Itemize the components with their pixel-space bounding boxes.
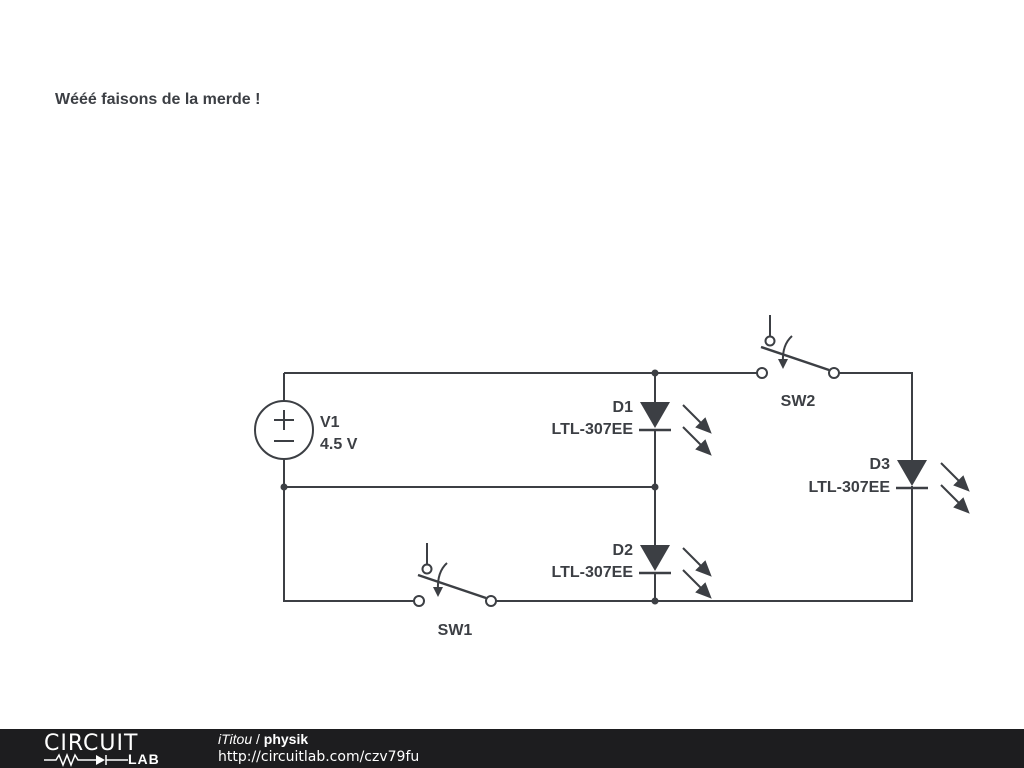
d3-ref-label: D3 (870, 456, 891, 473)
arrow-head-icon (433, 587, 443, 597)
junction-dot (651, 369, 659, 377)
switch-pivot (421, 563, 433, 575)
path-separator: / (252, 731, 264, 747)
project-link[interactable]: physik (263, 731, 309, 747)
arrow-head-icon (778, 359, 788, 369)
switch-motion-arrow-icon (436, 562, 448, 591)
v1-value-label: 4.5 V (320, 436, 358, 453)
junctions (280, 369, 659, 605)
switch-sw1[interactable] (413, 543, 497, 607)
led-d1[interactable] (639, 402, 712, 456)
sw2-ref-label: SW2 (781, 393, 816, 410)
switch-blade (760, 345, 830, 372)
switch-pivot (764, 335, 776, 347)
footer-bar: CIRCUIT LAB iTitou / physik http://circu… (0, 729, 1024, 768)
d1-part-label: LTL-307EE (552, 421, 634, 438)
diode-triangle-icon (640, 402, 670, 428)
junction-dot (651, 597, 659, 605)
junction-dot (280, 483, 288, 491)
sw1-ref-label: SW1 (438, 622, 473, 639)
logo-text-top: CIRCUIT (44, 731, 139, 756)
wire-bottom-left (283, 459, 419, 602)
logo-text-bottom: LAB (128, 751, 160, 767)
led-d2[interactable] (639, 545, 712, 599)
led-d3[interactable] (896, 460, 970, 514)
resistor-diode-logo-icon (44, 753, 128, 767)
switch-sw2[interactable] (756, 315, 840, 379)
d2-ref-label: D2 (613, 542, 634, 559)
page-title: Wééé faisons de la merde ! (55, 91, 261, 108)
author-link[interactable]: iTitou (218, 731, 253, 747)
light-emission-arrows-icon (940, 462, 970, 514)
junction-dot (651, 483, 659, 491)
light-emission-arrows-icon (682, 404, 712, 456)
light-emission-arrows-icon (682, 547, 712, 599)
d3-part-label: LTL-307EE (809, 479, 891, 496)
circuit-url-link[interactable]: http://circuitlab.com/czv79fu (218, 749, 420, 765)
v1-ref-label: V1 (320, 414, 340, 431)
wire-right-lower (491, 486, 913, 602)
switch-terminal (413, 595, 425, 607)
switch-terminal (756, 367, 768, 379)
footer-author-line: iTitou / physik (218, 731, 308, 747)
circuit-schematic: V1 4.5 V D1 LTL-307EE D2 LTL-307EE (254, 315, 970, 639)
switch-terminal (828, 367, 840, 379)
d1-ref-label: D1 (613, 399, 634, 416)
wires (283, 372, 913, 602)
diode-triangle-icon (897, 460, 927, 486)
voltage-source-v1[interactable] (254, 400, 314, 460)
switch-terminal (485, 595, 497, 607)
d2-part-label: LTL-307EE (552, 564, 634, 581)
wire-top-right (834, 372, 913, 460)
diode-triangle-icon (640, 545, 670, 571)
circuitlab-logo[interactable]: CIRCUIT LAB (44, 731, 184, 767)
switch-blade (417, 573, 487, 600)
plus-icon (274, 410, 294, 430)
